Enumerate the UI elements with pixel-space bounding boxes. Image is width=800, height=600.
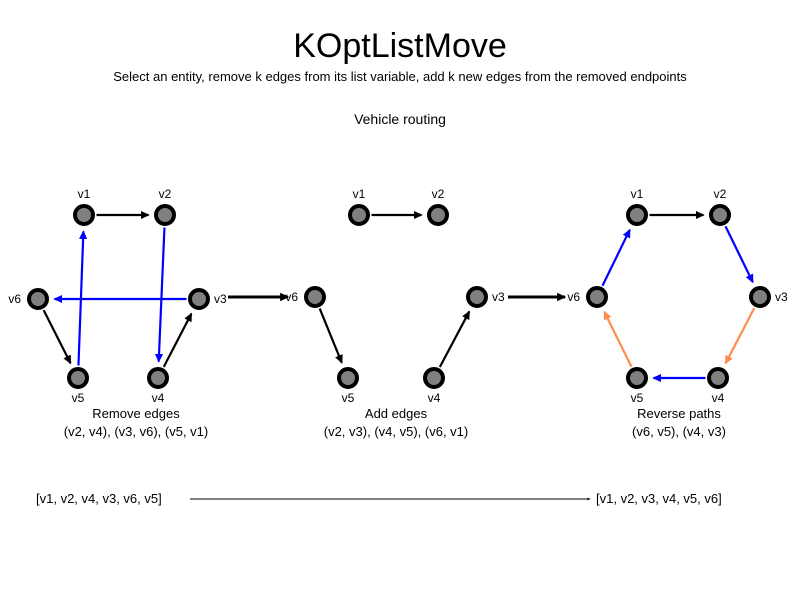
node-circle[interactable] <box>707 367 729 389</box>
edge-reverse-v6-to-v1 <box>601 228 631 287</box>
node-add-v2[interactable]: v2 <box>427 187 449 226</box>
node-circle[interactable] <box>709 204 731 226</box>
node-circle[interactable] <box>749 286 771 308</box>
node-label-v5: v5 <box>72 391 85 405</box>
panel-caption-detail-remove: (v2, v4), (v3, v6), (v5, v1) <box>64 424 208 439</box>
node-reverse-v5[interactable]: v5 <box>626 367 648 405</box>
edge-remove-v2-to-v4 <box>154 227 166 363</box>
edge-remove-v4-to-v3 <box>162 312 193 368</box>
node-reverse-v3[interactable]: v3 <box>749 286 788 308</box>
node-reverse-v4[interactable]: v4 <box>707 367 729 405</box>
edge-add-v6-to-v5 <box>318 308 343 364</box>
node-reverse-v2[interactable]: v2 <box>709 187 731 226</box>
node-circle[interactable] <box>466 286 488 308</box>
node-label-v6: v6 <box>8 292 21 306</box>
node-reverse-v1[interactable]: v1 <box>626 187 648 226</box>
edge-reverse-v3-to-v4 <box>724 307 756 365</box>
footer-layer: [v1, v2, v4, v3, v6, v5] [v1, v2, v3, v4,… <box>36 491 722 506</box>
panel-caption-title-add: Add edges <box>365 406 428 421</box>
node-circle[interactable] <box>337 367 359 389</box>
edge-remove-v6-to-v5 <box>42 309 72 365</box>
node-label-v4: v4 <box>152 391 165 405</box>
edge-reverse-v2-to-v3 <box>724 225 754 284</box>
node-label-v3: v3 <box>775 290 788 304</box>
panel-caption-detail-add: (v2, v3), (v4, v5), (v6, v1) <box>324 424 468 439</box>
panel-caption-title-reverse: Reverse paths <box>637 406 721 421</box>
edge-reverse-v5-to-v6 <box>603 310 633 368</box>
node-remove-v5[interactable]: v5 <box>67 367 89 405</box>
node-circle[interactable] <box>67 367 89 389</box>
node-label-v4: v4 <box>428 391 441 405</box>
node-remove-v1[interactable]: v1 <box>73 187 95 226</box>
node-add-v3[interactable]: v3 <box>466 286 505 308</box>
node-label-v3: v3 <box>214 292 227 306</box>
node-add-v6[interactable]: v6 <box>285 286 326 308</box>
node-circle[interactable] <box>27 288 49 310</box>
node-circle[interactable] <box>348 204 370 226</box>
node-remove-v2[interactable]: v2 <box>154 187 176 226</box>
node-circle[interactable] <box>304 286 326 308</box>
node-add-v1[interactable]: v1 <box>348 187 370 226</box>
node-circle[interactable] <box>154 204 176 226</box>
page-title: KOptListMove <box>293 27 507 65</box>
node-label-v6: v6 <box>285 290 298 304</box>
footer-list-before: [v1, v2, v4, v3, v6, v5] <box>36 491 162 506</box>
node-label-v1: v1 <box>78 187 91 201</box>
node-add-v4[interactable]: v4 <box>423 367 445 405</box>
edge-remove-v5-to-v1 <box>77 230 88 366</box>
node-label-v5: v5 <box>631 391 644 405</box>
node-circle[interactable] <box>188 288 210 310</box>
panel-caption-detail-reverse: (v6, v5), (v4, v3) <box>632 424 726 439</box>
node-label-v2: v2 <box>714 187 727 201</box>
edge-add-v4-to-v3 <box>438 310 471 368</box>
node-add-v5[interactable]: v5 <box>337 367 359 405</box>
nodes-layer: v1 v2 v3 v4 v5 v6 v1 v2 v3 v4 v5 v6 v1 v2 v3 v4 v5 v6 <box>8 187 788 405</box>
section-label: Vehicle routing <box>354 111 446 127</box>
page-subtitle: Select an entity, remove k edges from it… <box>113 69 687 84</box>
node-reverse-v6[interactable]: v6 <box>567 286 608 308</box>
node-remove-v3[interactable]: v3 <box>188 288 227 310</box>
node-circle[interactable] <box>423 367 445 389</box>
node-remove-v6[interactable]: v6 <box>8 288 49 310</box>
footer-list-after: [v1, v2, v3, v4, v5, v6] <box>596 491 722 506</box>
captions-layer: Remove edges (v2, v4), (v3, v6), (v5, v1)… <box>64 406 726 439</box>
edges-layer <box>42 210 756 383</box>
node-circle[interactable] <box>626 367 648 389</box>
node-label-v1: v1 <box>631 187 644 201</box>
node-label-v2: v2 <box>432 187 445 201</box>
node-circle[interactable] <box>147 367 169 389</box>
node-label-v3: v3 <box>492 290 505 304</box>
node-circle[interactable] <box>73 204 95 226</box>
node-circle[interactable] <box>427 204 449 226</box>
panel-caption-title-remove: Remove edges <box>92 406 180 421</box>
node-label-v6: v6 <box>567 290 580 304</box>
node-label-v4: v4 <box>712 391 725 405</box>
node-remove-v4[interactable]: v4 <box>147 367 169 405</box>
node-circle[interactable] <box>586 286 608 308</box>
node-label-v1: v1 <box>353 187 366 201</box>
node-label-v5: v5 <box>342 391 355 405</box>
node-circle[interactable] <box>626 204 648 226</box>
node-label-v2: v2 <box>159 187 172 201</box>
